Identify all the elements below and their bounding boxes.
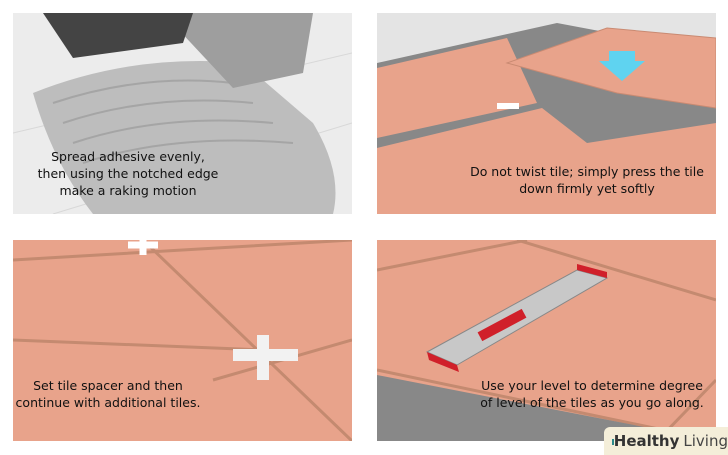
caption-line: continue with additional tiles.	[15, 395, 201, 410]
step-1-panel: Spread adhesive evenly, then using the n…	[13, 13, 352, 214]
medical-cross-icon	[612, 439, 614, 445]
step-3-caption: Set tile spacer and then continue with a…	[13, 377, 203, 411]
spacer-illustration	[13, 240, 352, 441]
logo-text-bold: Healthy	[613, 432, 680, 450]
step-4-panel: Use your level to determine degree of le…	[377, 240, 716, 441]
step-4-caption: Use your level to determine degree of le…	[457, 377, 716, 411]
caption-line: Set tile spacer and then	[33, 378, 183, 393]
step-2-caption: Do not twist tile; simply press the tile…	[457, 163, 716, 197]
caption-line: Do not twist tile; simply press the tile	[470, 164, 704, 179]
press-tile-illustration	[377, 13, 716, 214]
caption-line: then using the notched edge	[37, 166, 219, 181]
caption-line: Spread adhesive evenly,	[51, 149, 205, 164]
step-2-panel: Do not twist tile; simply press the tile…	[377, 13, 716, 214]
logo-text-light: Living	[683, 432, 728, 450]
caption-line: of level of the tiles as you go along.	[480, 395, 704, 410]
step-3-panel: Set tile spacer and then continue with a…	[13, 240, 352, 441]
healthy-living-logo: Healthy Living	[604, 427, 728, 455]
step-1-caption: Spread adhesive evenly, then using the n…	[33, 148, 223, 199]
level-illustration	[377, 240, 716, 441]
trowel-illustration	[13, 13, 352, 214]
caption-line: down firmly yet softly	[519, 181, 655, 196]
caption-line: Use your level to determine degree	[481, 378, 703, 393]
caption-line: make a raking motion	[59, 183, 197, 198]
